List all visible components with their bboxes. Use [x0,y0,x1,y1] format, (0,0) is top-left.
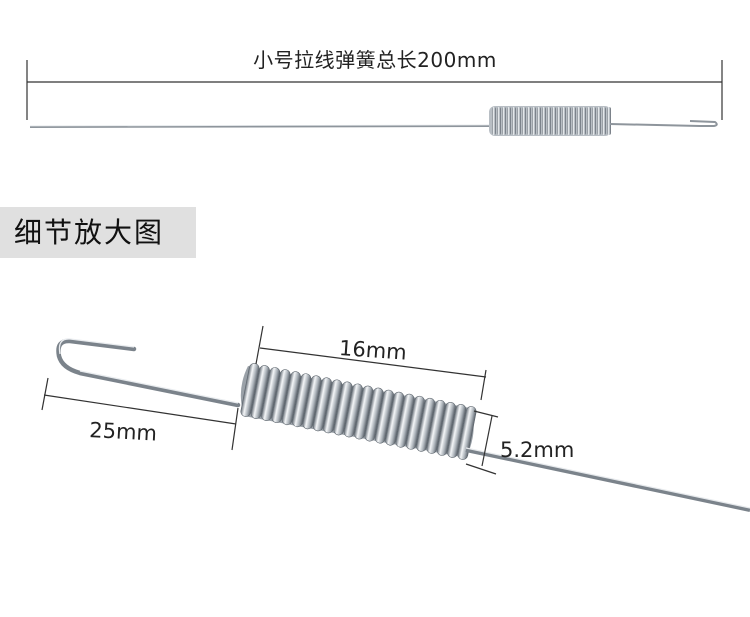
coil-turn [557,107,561,135]
coil-turn [395,393,415,448]
coil-turn [271,369,291,424]
coil-turn [312,377,332,432]
coil-turn [436,402,456,456]
coil-turn [562,107,566,135]
coil-turn [492,107,496,135]
coil-turn [426,399,446,454]
spring-coil [240,363,477,460]
section-heading: 细节放大图 [0,207,196,258]
coil-turn [343,383,363,438]
coil-turn [547,107,551,135]
coil-turn [281,371,301,426]
coil-diameter-label: 5.2mm [500,438,575,462]
coil-turn [567,107,571,135]
spring-wire [465,447,750,512]
coil-turn [240,363,260,417]
coil-turn [302,375,322,430]
coil-length-dimension [255,325,487,401]
coil-turn [323,379,343,434]
total-length-label: 小号拉线弹簧总长200mm [253,48,497,72]
coil-turn [572,107,576,135]
coil-turn [507,107,511,135]
coil-turn [542,107,546,135]
coil-turn [592,107,596,135]
coil-turn [602,107,606,135]
coil-turn [582,107,586,135]
coil-turn [577,107,581,135]
coil-turn [447,404,467,458]
coil-turn [587,107,591,135]
coil-turn [261,367,281,421]
coil-turn [597,107,601,135]
coil-turn [537,107,541,135]
spring-overview [29,106,718,136]
coil-turn [517,107,521,135]
coil-turn [354,385,374,440]
coil-turn [333,381,353,436]
coil-diameter-dimension [465,410,499,475]
coil-turn [512,107,516,135]
coil-turn [374,389,394,444]
coil-turn [522,107,526,135]
coil-turn [405,395,425,450]
coil-length-label: 16mm [338,336,408,365]
coil-turn [532,107,536,135]
coil-turn [416,397,436,452]
coil-turn [497,107,501,135]
coil-turn [364,387,384,442]
coil-turn [385,391,405,446]
coil-turn [527,107,531,135]
coil-turn [607,107,611,135]
hook-length-dimension [41,377,239,451]
coil-turn [292,373,312,428]
coil-turn [250,365,270,419]
coil-turn [502,107,506,135]
spring-hook [56,338,241,408]
coil-turn [457,406,477,460]
hook-length-label: 25mm [88,418,158,446]
coil-turn [552,107,556,135]
total-length-dimension [26,60,723,120]
